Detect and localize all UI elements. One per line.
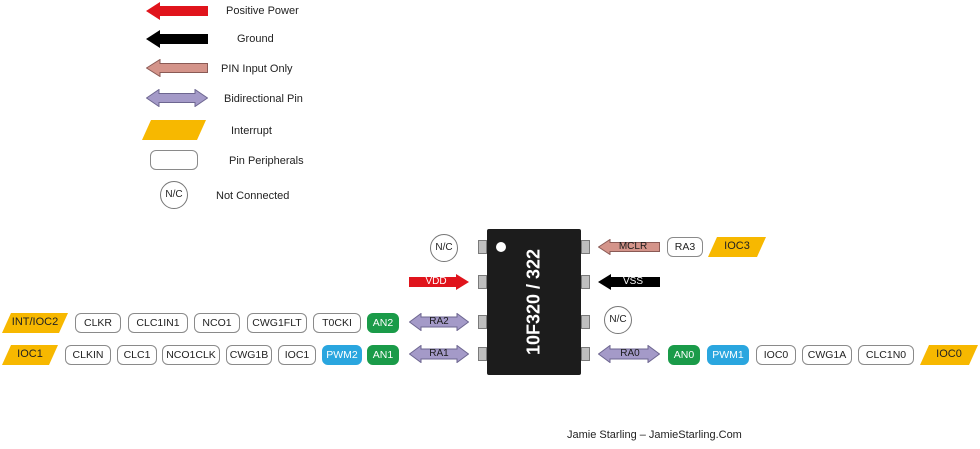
clkin-peripheral: CLKIN bbox=[65, 345, 111, 365]
ra2-bidirectional-arrow bbox=[409, 313, 469, 331]
vss-label: VSS bbox=[622, 276, 643, 287]
pin1-nc-symbol: N/C bbox=[430, 234, 458, 262]
nco1clk-peripheral: NCO1CLK bbox=[162, 345, 220, 365]
mclr-label: MCLR bbox=[618, 241, 648, 252]
cwg1flt-peripheral: CWG1FLT bbox=[247, 313, 307, 333]
chip-pin-5 bbox=[581, 347, 590, 361]
legend-bidirectional-label: Bidirectional Pin bbox=[224, 93, 303, 105]
ioc0-peripheral: IOC0 bbox=[756, 345, 796, 365]
ioc1-peripheral: IOC1 bbox=[278, 345, 316, 365]
vss-ground-arrow bbox=[598, 274, 660, 290]
mclr-input-arrow bbox=[598, 239, 660, 255]
ioc3-interrupt: IOC3 bbox=[708, 237, 766, 257]
legend-input-only-label: PIN Input Only bbox=[221, 63, 293, 75]
ra1-bidirectional-arrow bbox=[409, 345, 469, 363]
clc1n0-peripheral: CLC1N0 bbox=[858, 345, 914, 365]
an2-analog: AN2 bbox=[367, 313, 399, 333]
ioc0-interrupt: IOC0 bbox=[920, 345, 978, 365]
chip-pin-7 bbox=[581, 275, 590, 289]
pwm2-peripheral: PWM2 bbox=[322, 345, 362, 365]
legend-interrupt-swatch bbox=[142, 120, 206, 140]
tocki-peripheral: T0CKI bbox=[313, 313, 361, 333]
legend-positive-power-arrow bbox=[146, 2, 208, 20]
legend-bidirectional-arrow bbox=[146, 89, 208, 107]
ra0-bidirectional-arrow bbox=[598, 345, 660, 363]
an1-analog: AN1 bbox=[367, 345, 399, 365]
ra1-label: RA1 bbox=[429, 348, 449, 359]
cwg1b-peripheral: CWG1B bbox=[226, 345, 272, 365]
author-credit: Jamie Starling – JamieStarling.Com bbox=[567, 429, 742, 441]
pin1-marker-dot bbox=[496, 242, 506, 252]
chip-pin-2 bbox=[478, 275, 487, 289]
legend-ground-arrow bbox=[146, 30, 208, 48]
ioc1-interrupt: IOC1 bbox=[2, 345, 58, 365]
an0-analog: AN0 bbox=[668, 345, 700, 365]
chip-pin-3 bbox=[478, 315, 487, 329]
legend-ground-label: Ground bbox=[237, 33, 274, 45]
chip-pin-8 bbox=[581, 240, 590, 254]
pin6-nc-symbol: N/C bbox=[604, 306, 632, 334]
pwm1-peripheral: PWM1 bbox=[707, 345, 749, 365]
ra0-label: RA0 bbox=[620, 348, 640, 359]
legend-peripheral-label: Pin Peripherals bbox=[229, 155, 304, 167]
chip-pin-4 bbox=[478, 347, 487, 361]
clc1-peripheral: CLC1 bbox=[117, 345, 157, 365]
legend-nc-symbol: N/C bbox=[160, 181, 188, 209]
clc1in1-peripheral: CLC1IN1 bbox=[128, 313, 188, 333]
ra2-label: RA2 bbox=[429, 316, 449, 327]
legend-positive-power-label: Positive Power bbox=[226, 5, 299, 17]
int-ioc2-interrupt: INT/IOC2 bbox=[2, 313, 68, 333]
nco1-peripheral: NCO1 bbox=[194, 313, 240, 333]
chip-body: 10F320 / 322 bbox=[487, 229, 581, 375]
legend-interrupt-label: Interrupt bbox=[231, 125, 272, 137]
chip-pin-1 bbox=[478, 240, 487, 254]
chip-pin-6 bbox=[581, 315, 590, 329]
cwg1a-peripheral: CWG1A bbox=[802, 345, 852, 365]
vdd-label: VDD bbox=[425, 276, 447, 287]
ra3-peripheral: RA3 bbox=[667, 237, 703, 257]
legend-peripheral-swatch bbox=[150, 150, 198, 170]
chip-title: 10F320 / 322 bbox=[523, 248, 544, 356]
vdd-power-arrow bbox=[409, 274, 469, 290]
clkr-peripheral: CLKR bbox=[75, 313, 121, 333]
legend-not-connected-label: Not Connected bbox=[216, 190, 290, 202]
legend-input-only-arrow bbox=[146, 59, 208, 77]
